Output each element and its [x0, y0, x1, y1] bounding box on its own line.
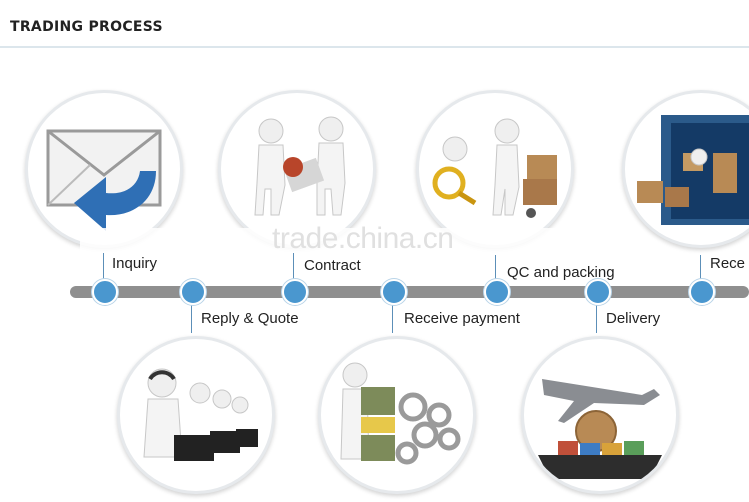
- timeline-node-contract: [282, 279, 308, 305]
- airplane-ship-globe-icon: [538, 379, 662, 479]
- timeline-node-qc-packing: [484, 279, 510, 305]
- timeline-bar: [70, 286, 749, 298]
- delivery-illustration: [521, 336, 679, 494]
- handshake-seal-icon: [254, 116, 346, 216]
- step-label-receive: Rece: [710, 255, 746, 272]
- envelope-reply-icon: [46, 129, 162, 231]
- step-label-inquiry: Inquiry: [112, 255, 158, 272]
- container-illustration: [622, 90, 749, 248]
- step-label-receive-payment: Receive payment: [404, 310, 520, 327]
- watermark: trade.china.cn: [272, 222, 454, 255]
- qc-illustration: [416, 90, 574, 248]
- step-label-reply-quote: Reply & Quote: [201, 310, 299, 327]
- step-label-contract: Contract: [304, 257, 361, 274]
- step-label-qc-packing: QC and packing: [507, 264, 615, 281]
- timeline-node-receive-payment: [381, 279, 407, 305]
- inquiry-illustration: [25, 90, 183, 248]
- timeline-node-delivery: [585, 279, 611, 305]
- shipping-container-icon: [637, 115, 749, 225]
- timeline-node-receive: [689, 279, 715, 305]
- timeline-node-inquiry: [92, 279, 118, 305]
- money-gears-icon: [340, 362, 461, 465]
- magnifier-inspection-icon: [432, 118, 557, 218]
- header-title: TRADING PROCESS: [10, 19, 163, 35]
- timeline-node-reply-quote: [180, 279, 206, 305]
- step-label-delivery: Delivery: [606, 310, 661, 327]
- reply-illustration: [117, 336, 275, 494]
- contract-illustration: [218, 90, 376, 248]
- header-divider: [0, 46, 749, 48]
- call-center-icon: [143, 368, 258, 461]
- payment-illustration: [318, 336, 476, 494]
